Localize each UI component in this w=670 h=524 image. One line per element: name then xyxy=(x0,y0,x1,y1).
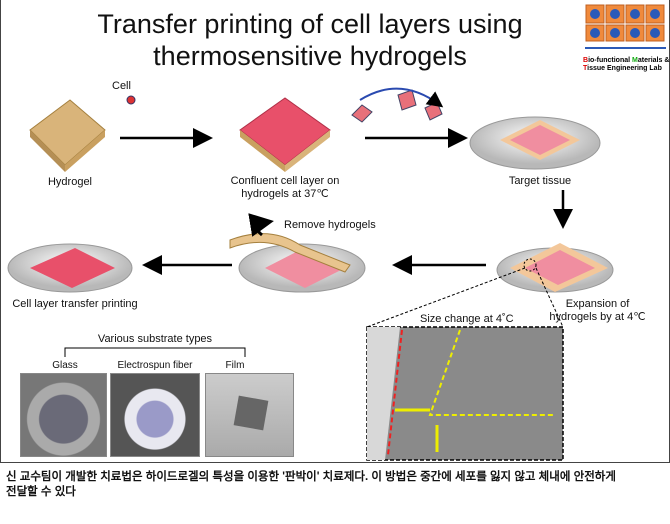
substrate-bracket xyxy=(64,347,246,357)
hydrogel-label: Hydrogel xyxy=(47,176,93,188)
micrograph-image xyxy=(366,326,564,461)
transfer-label: Cell layer transfer printing xyxy=(12,298,138,310)
target-tissue-dish-icon xyxy=(469,116,601,170)
flying-cell-sheets-icon xyxy=(351,87,444,123)
hydrogel-block-icon xyxy=(29,99,106,172)
target-tissue-label: Target tissue xyxy=(508,175,572,187)
electrospun-label: Electrospun fiber xyxy=(117,360,193,371)
substrate-heading: Various substrate types xyxy=(97,333,213,345)
glass-label: Glass xyxy=(52,360,78,371)
logo-text: Bio-functional Materials & Tissue Engine… xyxy=(583,57,670,72)
film-photo xyxy=(205,373,294,457)
electrospun-photo xyxy=(110,373,200,457)
glass-photo xyxy=(20,373,107,457)
lab-logo: Bio-functional Materials & Tissue Engine… xyxy=(583,2,669,72)
caption: 신 교수팀이 개발한 치료법은 하이드로겔의 특성을 이용한 '판박이' 치료제… xyxy=(6,471,616,498)
cell-label: Cell xyxy=(112,80,131,92)
size-change-label: Size change at 4˚C xyxy=(420,313,514,325)
expansion-dish-icon xyxy=(496,243,614,293)
film-label: Film xyxy=(225,360,245,371)
confluent-layer-icon xyxy=(239,97,331,172)
process-diagram xyxy=(7,87,614,461)
remove-hydrogel-dish-icon xyxy=(229,213,366,293)
transfer-dish-icon xyxy=(7,243,133,293)
cell-layer-logo-icon xyxy=(585,4,666,49)
cell-icon xyxy=(126,95,136,105)
remove-hydrogels-label: Remove hydrogels xyxy=(284,219,376,231)
